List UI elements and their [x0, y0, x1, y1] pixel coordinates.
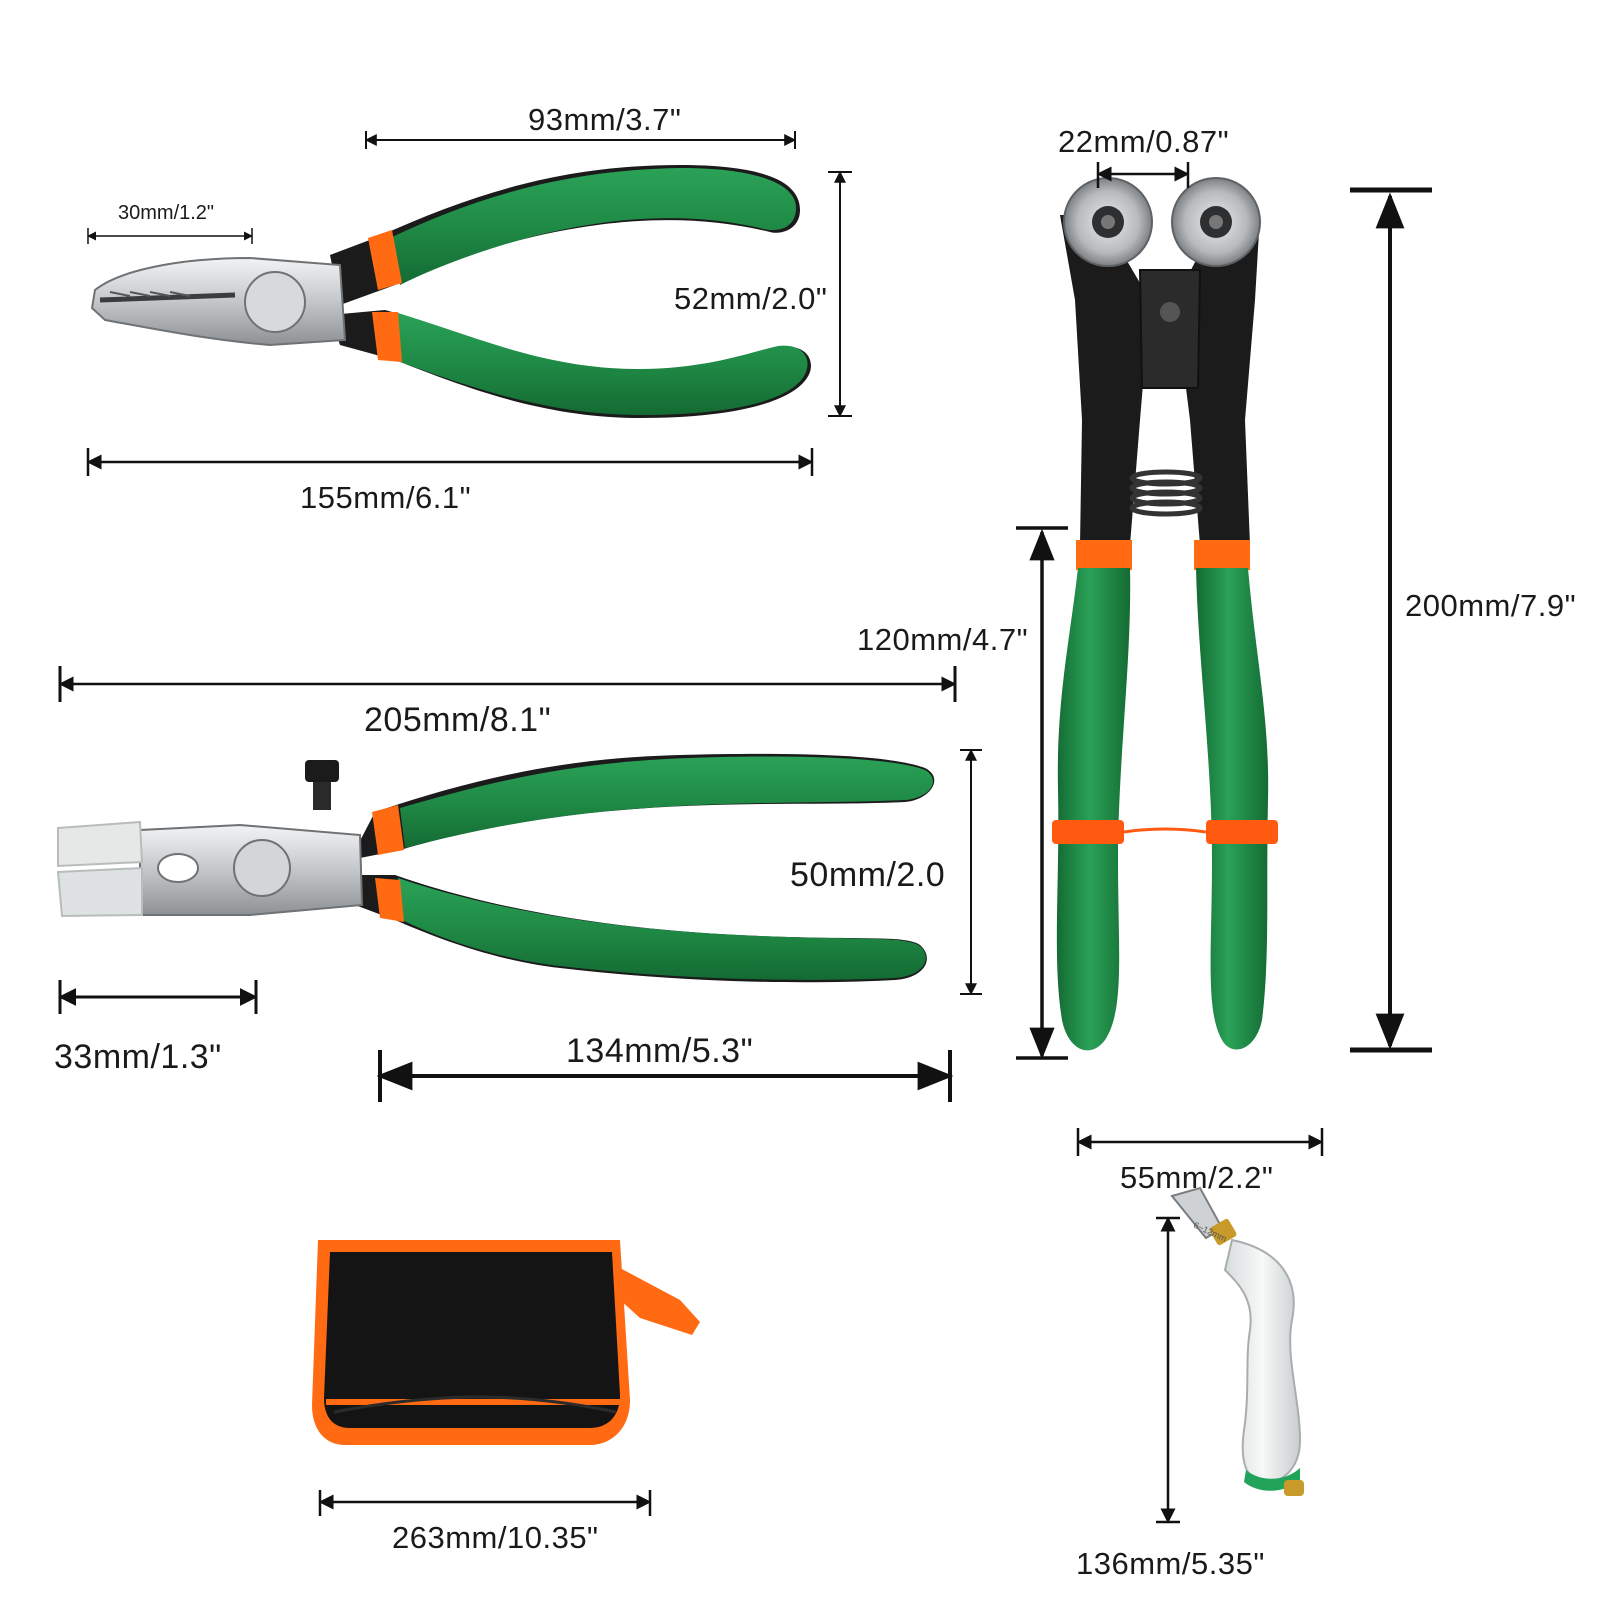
breaking-pliers [56, 753, 935, 983]
mosaic-wheeled-nipper [1052, 177, 1278, 1051]
running-pliers [90, 165, 811, 418]
p2-jaw-width-label: 33mm/1.3" [54, 1038, 222, 1076]
cutter-wheel-label: 22mm/0.87" [1058, 124, 1230, 159]
pistol-grip-glass-cutter [1170, 1186, 1304, 1496]
dimension-lines [58, 131, 1432, 1524]
p2-handle-length-label: 134mm/5.3" [566, 1032, 754, 1070]
tool-bag [312, 1240, 700, 1445]
glass-cutter-length-label: 136mm/5.35" [1076, 1546, 1265, 1581]
p2-spread-label: 50mm/2.0 [790, 856, 946, 894]
cutter-total-length-label: 200mm/7.9" [1405, 588, 1577, 623]
p1-total-length-label: 155mm/6.1" [300, 480, 472, 515]
p1-handle-length-label: 93mm/3.7" [528, 102, 682, 137]
p2-total-length-label: 205mm/8.1" [364, 701, 552, 739]
p1-jaw-length-label: 30mm/1.2" [118, 202, 215, 224]
p1-spread-label: 52mm/2.0" [674, 281, 828, 316]
cutter-handle-length-label: 120mm/4.7" [857, 622, 1029, 657]
cutter-width-label: 55mm/2.2" [1120, 1160, 1274, 1195]
bag-width-label: 263mm/10.35" [392, 1520, 599, 1555]
